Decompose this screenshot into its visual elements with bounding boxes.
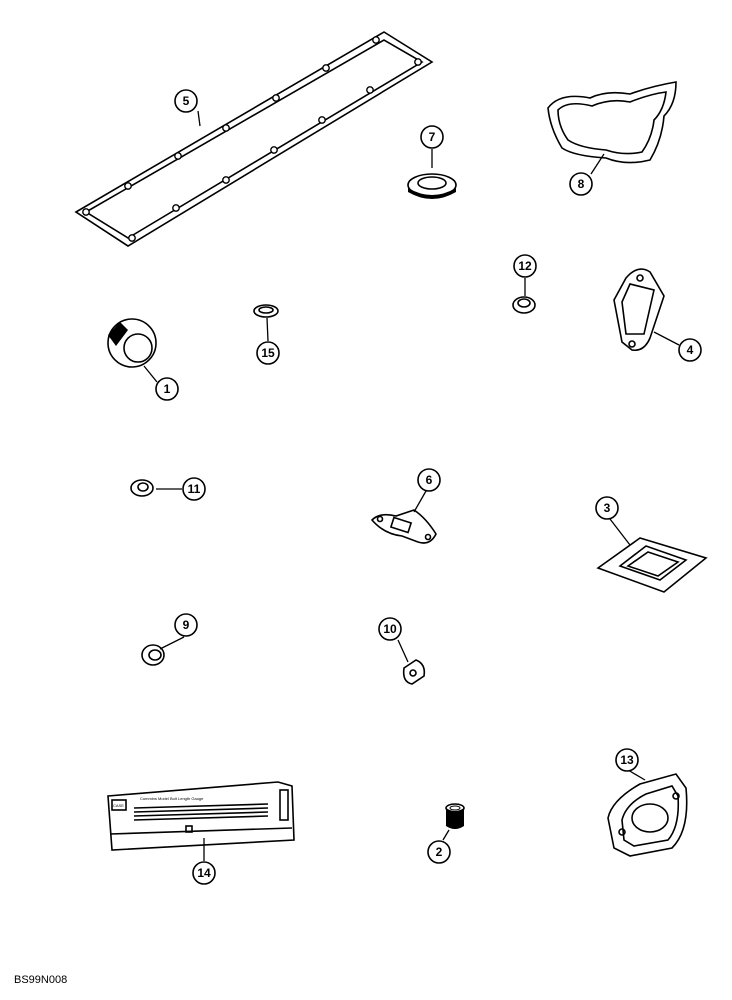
bolt-hole: [222, 124, 230, 132]
seal-ring-part-7: [407, 173, 457, 199]
callout-4-label: 4: [687, 343, 694, 357]
callout-8: 8: [569, 172, 593, 196]
callout-11: 11: [182, 477, 206, 501]
bolt-hole: [128, 234, 136, 242]
bolt-hole: [270, 146, 278, 154]
bolt-hole: [372, 36, 380, 44]
gasket-part-4: [613, 268, 665, 352]
small-seal-part-12: [512, 296, 536, 314]
callout-1-label: 1: [164, 382, 171, 396]
callout-7: 7: [420, 125, 444, 149]
callout-8-label: 8: [578, 177, 585, 191]
callout-9: 9: [174, 613, 198, 637]
bolt-hole: [366, 86, 374, 94]
callout-5: 5: [174, 89, 198, 113]
callout-14-label: 14: [197, 866, 211, 880]
callout-9-label: 9: [183, 618, 190, 632]
o-ring-part-15: [253, 304, 279, 318]
callout-15: 15: [256, 341, 280, 365]
bolt-hole: [414, 58, 422, 66]
callout-6-label: 6: [426, 473, 433, 487]
callout-11-label: 11: [188, 482, 201, 496]
gasket-part-3: [596, 537, 708, 593]
gauge-fine-print: [133, 803, 269, 821]
callout-15-label: 15: [261, 346, 275, 360]
large-seal-part-1: [107, 318, 157, 368]
bolt-hole: [222, 176, 230, 184]
clip-part-10: [402, 659, 426, 685]
drawing-code: BS99N008: [14, 974, 68, 986]
callout-13-label: 13: [620, 753, 634, 767]
callout-10-label: 10: [383, 622, 397, 636]
callout-13: 13: [615, 748, 639, 772]
callout-12-label: 12: [518, 259, 532, 273]
callout-14: 14: [192, 861, 216, 885]
callout-7-label: 7: [429, 130, 436, 144]
bolt-hole: [272, 94, 280, 102]
callout-3: 3: [595, 496, 619, 520]
callout-2-label: 2: [436, 845, 443, 859]
gasket-part-13: [607, 773, 688, 857]
callout-3-label: 3: [604, 501, 611, 515]
bolt-hole: [172, 204, 180, 212]
callout-10: 10: [378, 617, 402, 641]
callout-1: 1: [155, 377, 179, 401]
bolt-hole: [318, 116, 326, 124]
callout-2: 2: [427, 840, 451, 864]
gasket-part-6: [370, 509, 437, 544]
bushing-part-2: [445, 803, 465, 829]
callout-4: 4: [678, 338, 702, 362]
callout-12: 12: [513, 254, 537, 278]
bolt-hole: [124, 182, 132, 190]
callout-6: 6: [417, 468, 441, 492]
bolt-hole: [174, 152, 182, 160]
bolt-hole: [322, 64, 330, 72]
washer-part-9: [141, 644, 165, 666]
gauge-logo: CASE: [113, 803, 124, 808]
gasket-part-8: [547, 81, 677, 164]
bolt-hole: [82, 208, 90, 216]
rocker-cover-gasket-part-5: [74, 31, 434, 247]
gauge-title: Cummins Model Bolt Length Gauge: [140, 796, 204, 801]
leader-lines: [143, 110, 680, 861]
callout-5-label: 5: [183, 94, 190, 108]
bolt-length-gauge-part-14: CASE Cummins Model Bolt Length Gauge: [107, 781, 295, 851]
ring-part-11: [130, 479, 154, 497]
